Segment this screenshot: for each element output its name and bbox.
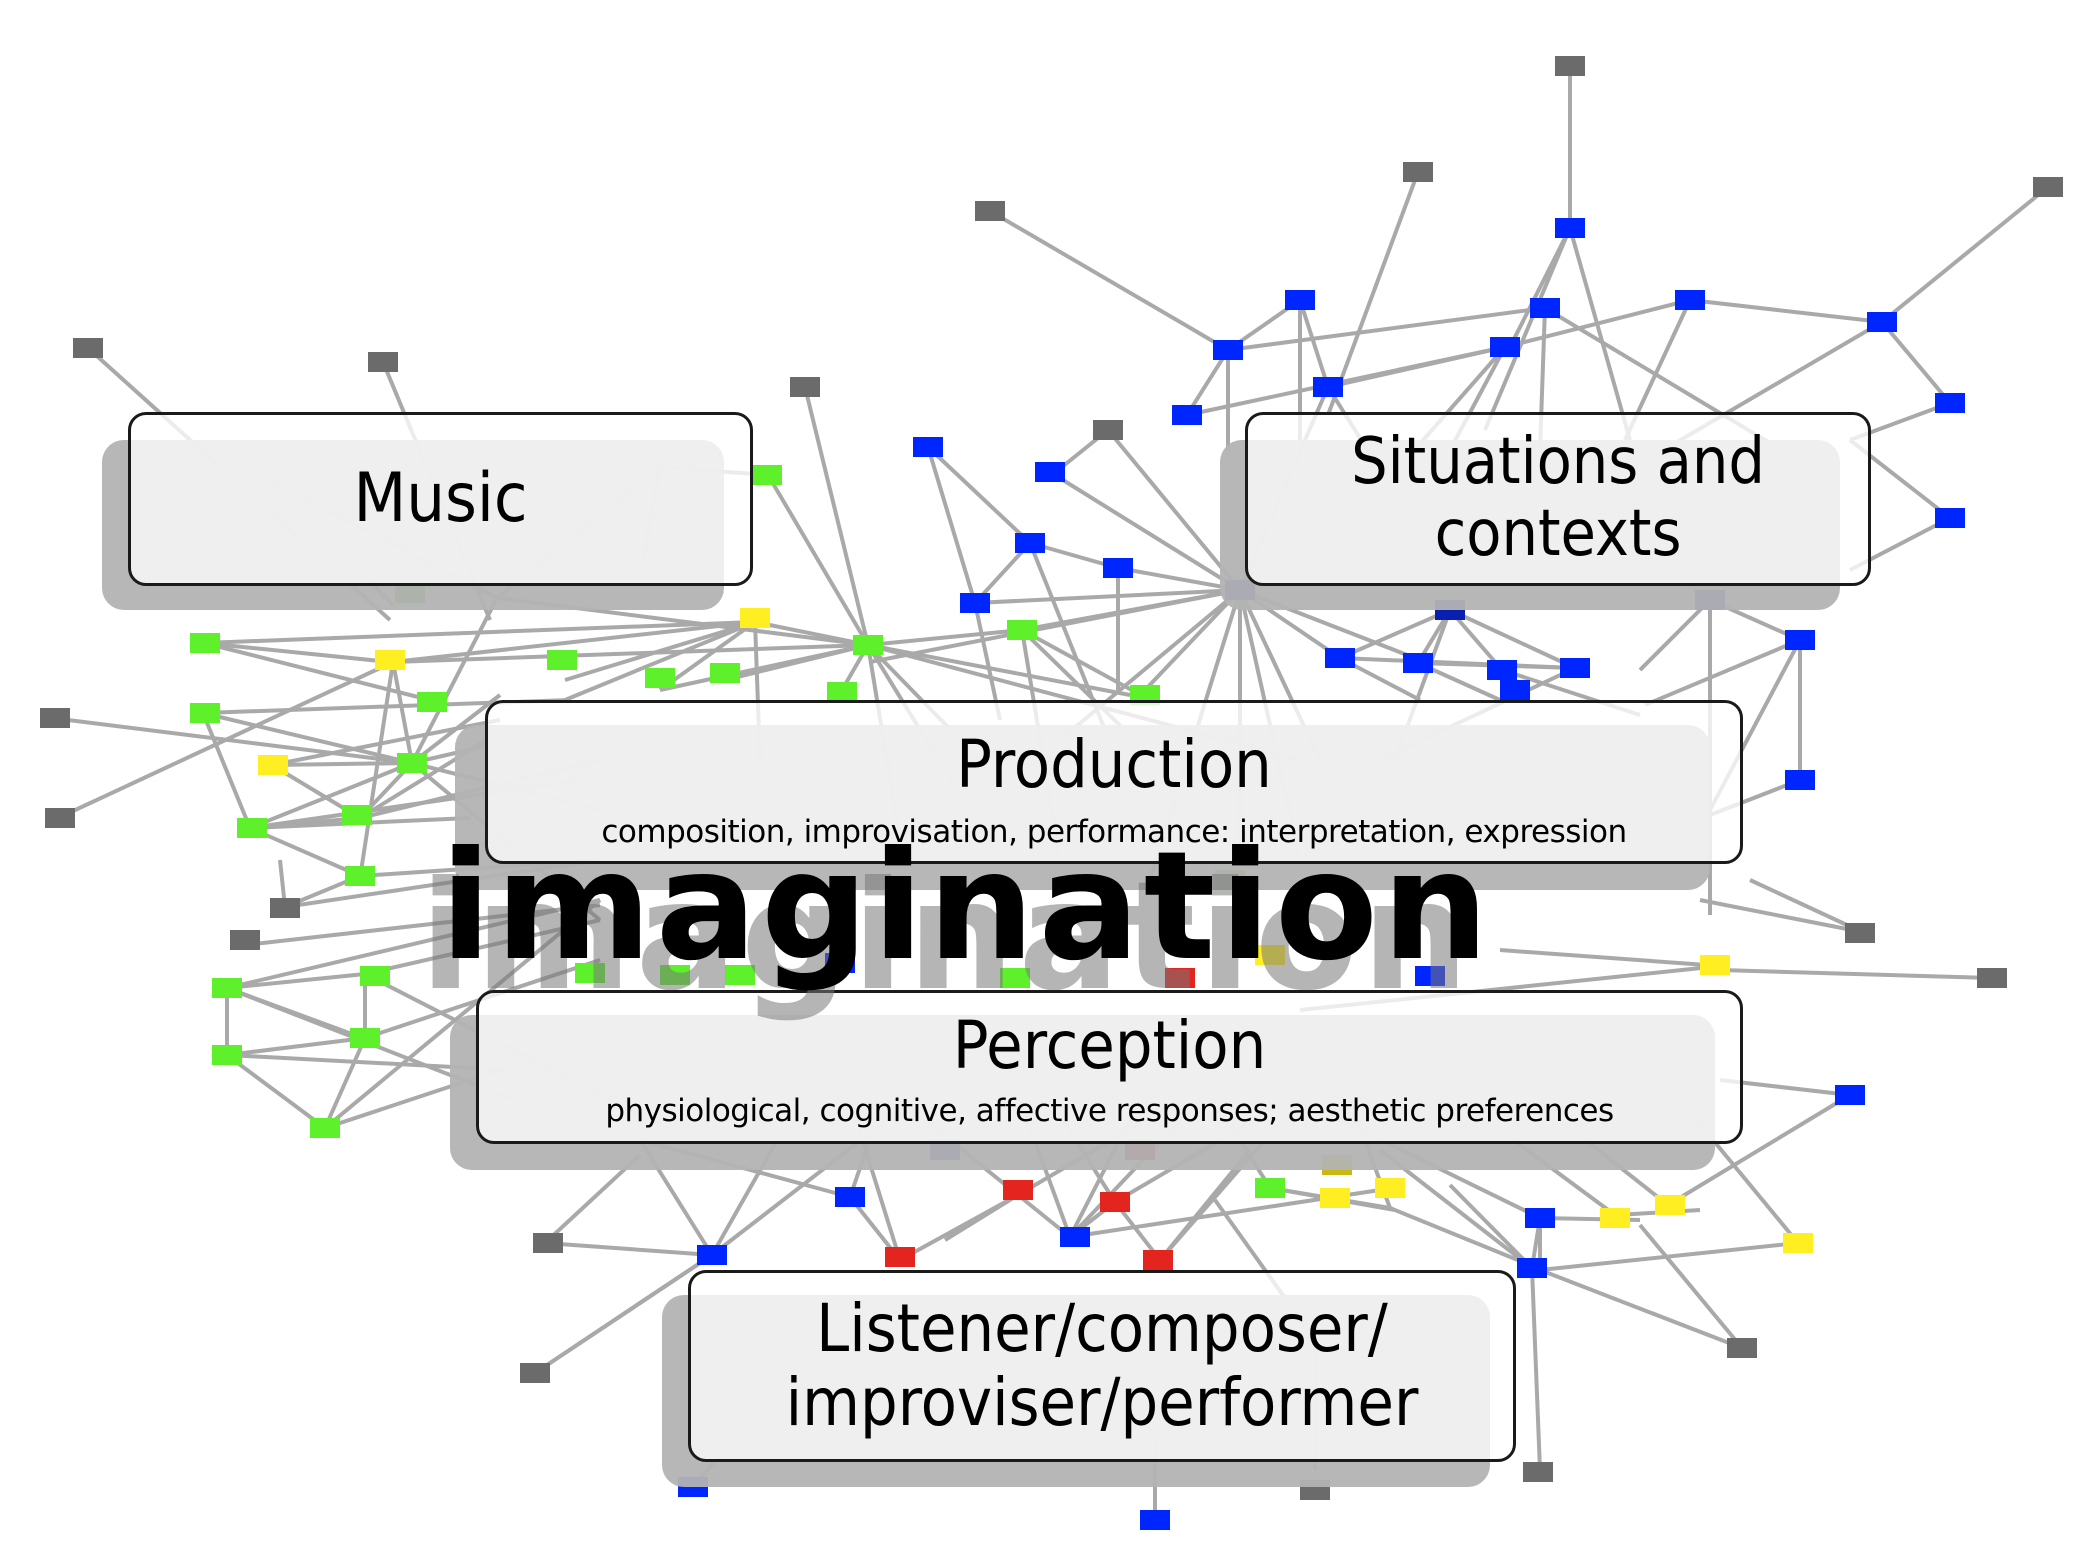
listener-label: Listener/composer/ improviser/performer [785,1290,1419,1441]
listener-box: Listener/composer/ improviser/performer [688,1270,1516,1462]
imagination-central-label: imagination [440,820,1493,994]
perception-description: physiological, cognitive, affective resp… [605,1092,1614,1129]
production-box: Production composition, improvisation, p… [485,700,1743,864]
perception-label: Perception [952,1007,1267,1085]
imagination-shadow-text: imagination [420,850,1473,1024]
production-description: composition, improvisation, performance:… [601,813,1627,850]
situations-label: Situations and contexts [1351,425,1765,571]
production-label: Production [956,726,1272,804]
situations-box: Situations and contexts [1245,412,1871,586]
music-box: Music [128,412,753,586]
music-label: Music [353,458,528,538]
perception-box: Perception physiological, cognitive, aff… [476,990,1743,1144]
